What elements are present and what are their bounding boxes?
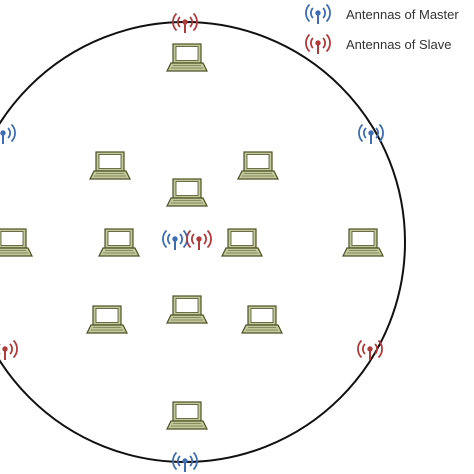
laptop-icon [166, 295, 208, 324]
slave-antenna-icon-center [185, 229, 213, 251]
legend-master-antenna-icon [304, 3, 332, 25]
laptop-icon [89, 151, 131, 180]
coverage-ring [0, 21, 406, 463]
laptop-icon [166, 401, 208, 430]
laptop-icon [166, 43, 208, 72]
legend-slave-label: Antennas of Slave [346, 37, 452, 52]
laptop-icon [98, 228, 140, 257]
legend-master-label: Antennas of Master [346, 7, 459, 22]
slave-antenna-icon-right-lower [356, 339, 384, 361]
slave-antenna-icon-top [171, 12, 199, 34]
master-antenna-icon-right-upper [357, 123, 385, 145]
master-antenna-icon-left-upper [0, 123, 17, 145]
laptop-icon [237, 151, 279, 180]
laptop-icon [86, 305, 128, 334]
laptop-icon [221, 228, 263, 257]
legend: Antennas of Master Antennas of Slave [304, 3, 459, 55]
laptop-icon [342, 228, 384, 257]
laptop-icon [166, 178, 208, 207]
slave-antenna-icon-left-lower [0, 339, 19, 361]
legend-slave-antenna-icon [304, 33, 332, 55]
laptop-icon [0, 228, 33, 257]
laptop-icon [241, 305, 283, 334]
master-antenna-icon-center [161, 229, 189, 251]
